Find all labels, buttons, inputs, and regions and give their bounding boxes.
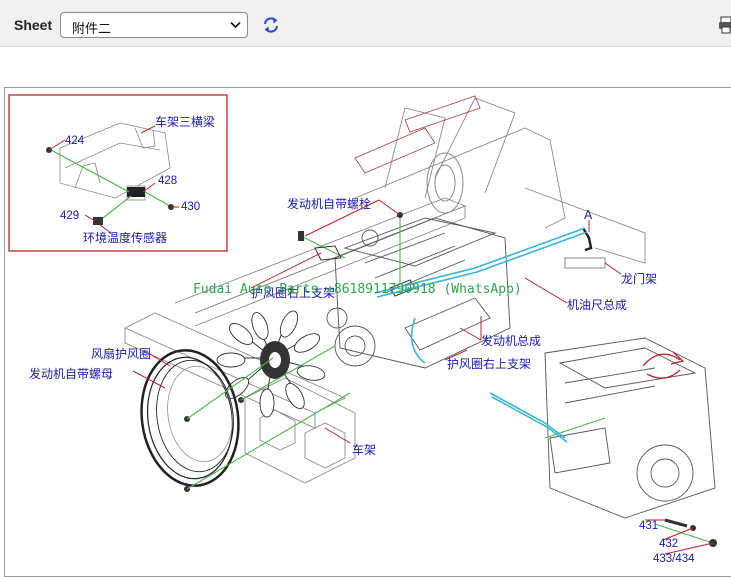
callout-431: 431 bbox=[639, 520, 658, 532]
dipstick-hose bbox=[374, 227, 588, 443]
label-engine-nut: 发动机自带螺母 bbox=[29, 366, 113, 381]
callout-424: 424 bbox=[65, 135, 85, 147]
label-frame: 车架 bbox=[352, 442, 376, 457]
label-fan-shroud-upper-right: 护风圈右上支架 bbox=[447, 356, 531, 371]
sheet-select[interactable]: 附件二 bbox=[60, 12, 248, 38]
gantry-frame bbox=[354, 95, 481, 174]
label-gantry: 龙门架 bbox=[621, 271, 657, 286]
label-engine-bolt-top: 发动机自带螺栓 bbox=[287, 196, 371, 211]
assembly-lines bbox=[186, 218, 714, 544]
label-fan-shroud: 风扇护风圈 bbox=[91, 346, 151, 361]
callout-433-434: 433/434 bbox=[653, 553, 695, 565]
sheet-label: Sheet bbox=[14, 17, 53, 33]
parts-diagram: 车架三横梁 环境温度传感器 424 428 429 430 bbox=[8, 94, 717, 565]
chevron-down-icon bbox=[230, 21, 241, 29]
sheet-select-value: 附件二 bbox=[72, 22, 112, 37]
rotate-arrow-icon bbox=[642, 351, 685, 379]
fan-shroud bbox=[140, 349, 240, 487]
callout-430: 430 bbox=[181, 201, 200, 213]
callout-428: 428 bbox=[158, 175, 177, 187]
shroud-bolts bbox=[184, 397, 244, 492]
printer-icon[interactable] bbox=[718, 16, 731, 34]
callout-432: 432 bbox=[659, 538, 678, 550]
label-detail-a: A bbox=[584, 208, 593, 222]
label-crossbeam: 车架三横梁 bbox=[155, 114, 215, 129]
leader-lines bbox=[132, 199, 714, 555]
fan bbox=[216, 310, 326, 418]
label-fan-shroud-upper-left: 护风圈右上支架 bbox=[251, 285, 335, 300]
toolbar: Sheet 附件二 bbox=[0, 0, 731, 47]
refresh-icon[interactable] bbox=[262, 16, 280, 34]
label-ambient-sensor: 环境温度传感器 bbox=[83, 230, 167, 245]
engine-right bbox=[544, 337, 716, 519]
label-engine-assy: 发动机总成 bbox=[481, 333, 541, 348]
label-dipstick-assy: 机油尺总成 bbox=[567, 298, 627, 312]
watermark: Fudai Auto Parts +8618911790918 (WhatsAp… bbox=[193, 282, 522, 297]
sensor-429 bbox=[93, 217, 103, 225]
drawing-viewer[interactable]: 车架三横梁 环境温度传感器 424 428 429 430 bbox=[4, 87, 731, 577]
inset-detail: 车架三横梁 环境温度传感器 424 428 429 430 bbox=[8, 94, 228, 252]
gantry-bracket bbox=[426, 152, 606, 269]
callout-429: 429 bbox=[60, 210, 79, 222]
header-spacer bbox=[0, 47, 731, 87]
sensor-bracket bbox=[127, 187, 145, 197]
